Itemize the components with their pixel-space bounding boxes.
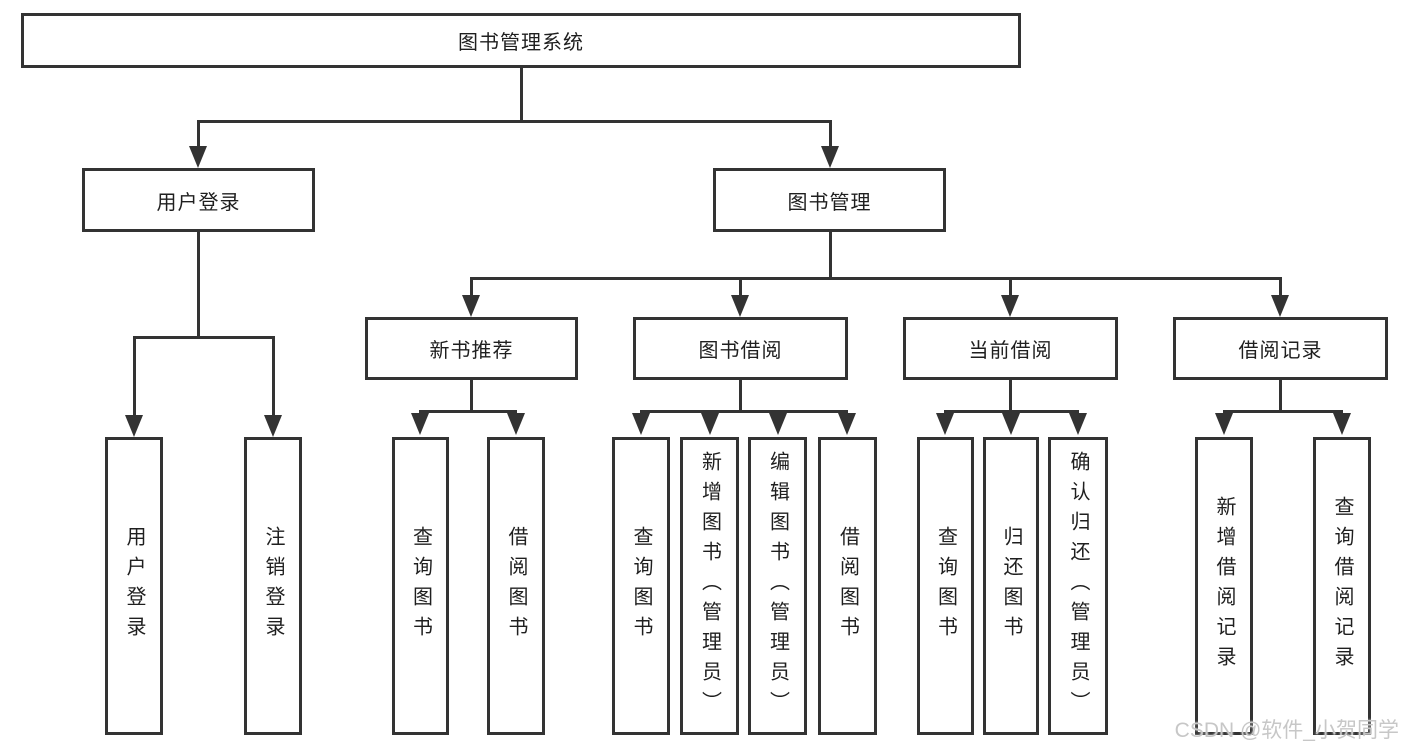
connector-bb-stem [739, 380, 742, 412]
arrowhead-bb-query [632, 413, 650, 435]
node-book-borrow-label: 图书借阅 [698, 340, 783, 362]
leaf-cb-return-book: 归还图书 [983, 437, 1039, 735]
connector-login-right-stem [272, 336, 275, 418]
leaf-bb-borrow-book-label: 借阅图书 [836, 526, 859, 646]
node-book-borrow: 图书借阅 [633, 317, 848, 380]
leaf-bb-edit-book-label: 编辑图书（管理员） [766, 451, 789, 721]
leaf-rec-query-book-label: 查询图书 [409, 526, 432, 646]
arrowhead-br-add [1215, 413, 1233, 435]
leaf-bb-add-book-label: 新增图书（管理员） [698, 451, 721, 721]
connector-cb-stem [1009, 380, 1012, 412]
arrowhead-new-book-rec [462, 295, 480, 317]
connector-login-hline [133, 336, 274, 339]
leaf-rec-query-book: 查询图书 [392, 437, 449, 735]
connector-mgmt-stem-3 [1009, 277, 1012, 299]
node-root: 图书管理系统 [21, 13, 1021, 68]
connector-bb-hline [640, 410, 848, 413]
connector-rec-hline [419, 410, 517, 413]
arrowhead-login-leaf [125, 415, 143, 437]
connector-root-left-stem [197, 120, 200, 150]
leaf-cb-query-book-label: 查询图书 [934, 526, 957, 646]
leaf-br-query-record: 查询借阅记录 [1313, 437, 1371, 735]
node-borrow-record-label: 借阅记录 [1238, 340, 1323, 362]
connector-root-right-stem [829, 120, 832, 150]
arrowhead-br-query [1333, 413, 1351, 435]
leaf-bb-add-book: 新增图书（管理员） [680, 437, 739, 735]
arrowhead-cb-return [1002, 413, 1020, 435]
leaf-user-login: 用户登录 [105, 437, 163, 735]
leaf-br-add-record: 新增借阅记录 [1195, 437, 1253, 735]
connector-br-hline [1223, 410, 1343, 413]
leaf-cb-confirm-return-label: 确认归还（管理员） [1067, 451, 1089, 721]
arrowhead-current-borrow [1001, 295, 1019, 317]
connector-mgmt-stem [829, 232, 832, 280]
leaf-cb-return-book-label: 归还图书 [1000, 526, 1022, 646]
arrowhead-book-mgmt [821, 146, 839, 168]
leaf-cb-query-book: 查询图书 [917, 437, 974, 735]
node-current-borrow: 当前借阅 [903, 317, 1118, 380]
node-borrow-record: 借阅记录 [1173, 317, 1388, 380]
leaf-user-login-label: 用户登录 [123, 526, 145, 646]
connector-mgmt-stem-4 [1279, 277, 1282, 299]
leaf-bb-query-book: 查询图书 [612, 437, 670, 735]
arrowhead-bb-borrow [838, 413, 856, 435]
arrowhead-cb-query [936, 413, 954, 435]
leaf-logout-label: 注销登录 [262, 526, 284, 646]
arrowhead-book-borrow [731, 295, 749, 317]
leaf-bb-edit-book: 编辑图书（管理员） [748, 437, 807, 735]
arrowhead-bb-edit [769, 413, 787, 435]
connector-mgmt-hline [470, 277, 1281, 280]
csdn-watermark: CSDN @软件_小贺同学 [1174, 719, 1399, 742]
connector-root-hline [197, 120, 831, 123]
node-book-mgmt: 图书管理 [713, 168, 946, 232]
connector-login-left-stem [133, 336, 136, 418]
arrowhead-rec-query [411, 413, 429, 435]
arrowhead-user-login [189, 146, 207, 168]
arrowhead-bb-add [701, 413, 719, 435]
leaf-logout: 注销登录 [244, 437, 302, 735]
arrowhead-cb-confirm [1069, 413, 1087, 435]
connector-cb-hline [944, 410, 1079, 413]
connector-login-stem [197, 232, 200, 339]
arrowhead-rec-borrow [507, 413, 525, 435]
leaf-rec-borrow-book-label: 借阅图书 [505, 526, 527, 646]
arrowhead-logout-leaf [264, 415, 282, 437]
connector-root-stem [520, 68, 523, 122]
node-new-book-rec-label: 新书推荐 [429, 340, 514, 362]
connector-mgmt-stem-2 [739, 277, 742, 299]
connector-br-stem [1279, 380, 1282, 412]
node-new-book-rec: 新书推荐 [365, 317, 578, 380]
node-current-borrow-label: 当前借阅 [968, 340, 1053, 362]
arrowhead-borrow-record [1271, 295, 1289, 317]
node-root-label: 图书管理系统 [458, 32, 584, 54]
node-user-login-label: 用户登录 [156, 191, 241, 214]
leaf-cb-confirm-return: 确认归还（管理员） [1048, 437, 1108, 735]
leaf-br-add-record-label: 新增借阅记录 [1213, 496, 1235, 676]
node-user-login: 用户登录 [82, 168, 315, 232]
node-book-mgmt-label: 图书管理 [787, 191, 872, 214]
leaf-bb-query-book-label: 查询图书 [630, 526, 652, 646]
connector-mgmt-stem-1 [470, 277, 473, 299]
connector-rec-stem [470, 380, 473, 412]
leaf-rec-borrow-book: 借阅图书 [487, 437, 545, 735]
leaf-bb-borrow-book: 借阅图书 [818, 437, 877, 735]
leaf-br-query-record-label: 查询借阅记录 [1331, 496, 1353, 676]
